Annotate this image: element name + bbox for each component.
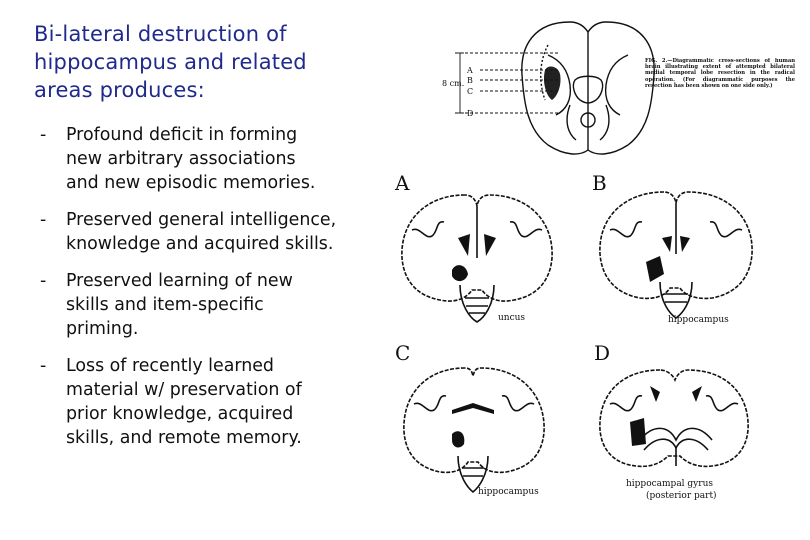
level-label: C [467, 87, 473, 96]
slide-title: Bi-lateral destruction of hippocampus an… [34, 22, 307, 102]
bullet-text: Preserved learning of new skills and ite… [66, 271, 293, 339]
panel-letter: D [594, 341, 610, 365]
bullet-dash: - [40, 356, 47, 376]
panel-letter: C [395, 341, 410, 365]
bullet-item: - Profound deficit in forming new arbitr… [40, 123, 390, 195]
level-label: B [467, 76, 473, 85]
bullet-item: - Loss of recently learned material w/ p… [40, 354, 390, 450]
section-levels [455, 52, 560, 114]
resection-region [543, 66, 561, 100]
bullet-list: - Profound deficit in forming new arbitr… [40, 123, 390, 463]
panel-label: uncus [498, 313, 525, 323]
panel-label: hippocampus [668, 315, 729, 325]
basal-brain-diagram [521, 21, 655, 155]
panel-d: D hippocampal gyrus (posterior part) [594, 341, 749, 501]
scale-label: 8 cm. [442, 79, 464, 88]
panel-c: C hippocampus [395, 341, 545, 497]
bullet-dash: - [40, 210, 47, 230]
bullet-text: Loss of recently learned material w/ pre… [66, 356, 302, 448]
panel-sublabel: (posterior part) [646, 490, 717, 501]
panel-label: hippocampus [478, 487, 539, 497]
bullet-item: - Preserved general intelligence, knowle… [40, 208, 390, 256]
panel-a: A uncus [394, 171, 553, 323]
panel-letter: A [394, 171, 410, 195]
figure-caption-box: FIG. 2.—Diagrammatic cross-sections of h… [645, 58, 795, 89]
bullet-item: - Preserved learning of new skills and i… [40, 269, 390, 341]
bullet-text: Preserved general intelligence, knowledg… [66, 210, 337, 254]
bullet-text: Profound deficit in forming new arbitrar… [66, 125, 316, 193]
panel-b: B hippocampus [592, 171, 753, 325]
bullet-dash: - [40, 125, 47, 145]
figure-caption: FIG. 2.—Diagrammatic cross-sections of h… [645, 58, 795, 89]
level-label: A [466, 66, 473, 75]
bullet-dash: - [40, 271, 47, 291]
panel-letter: B [592, 171, 607, 195]
panel-label: hippocampal gyrus [626, 479, 713, 489]
level-label: D [467, 109, 473, 118]
